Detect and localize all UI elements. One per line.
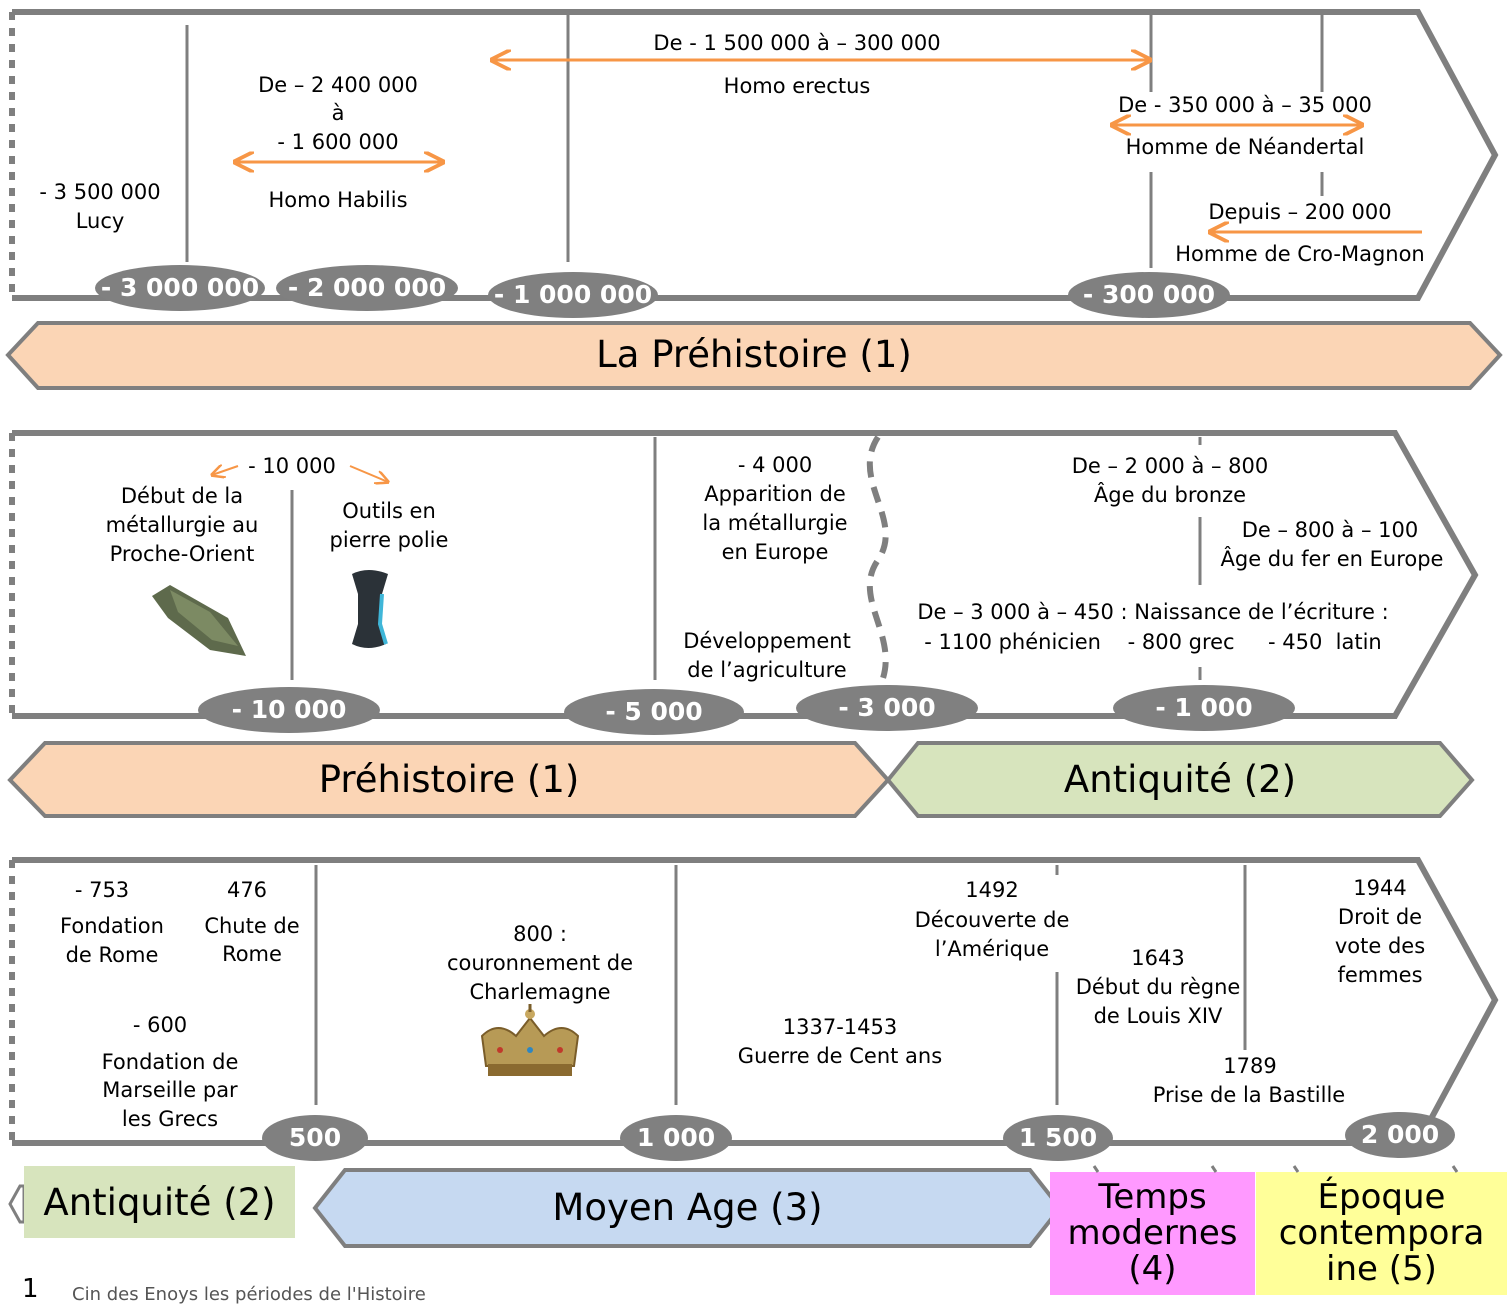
row2-dividers (290, 437, 1202, 680)
bastille-date: 1789 (1223, 1054, 1277, 1078)
tools-line2: pierre polie (329, 528, 449, 552)
rome-line2: de Rome (65, 943, 159, 967)
louis-line2: de Louis XIV (1093, 1004, 1223, 1028)
charlemagne-line3: Charlemagne (469, 980, 611, 1004)
band-prehistoire-1-label: La Préhistoire (1) (596, 333, 912, 376)
ecriture-line2: - 1100 phénicien - 800 grec - 450 latin (924, 630, 1382, 654)
rome-date: - 753 (74, 878, 130, 902)
band-antiquite-row2 (885, 741, 1475, 818)
rome-line1: Fondation (60, 914, 164, 938)
vote-line3: femmes (1337, 963, 1423, 987)
crown-image (480, 1004, 580, 1076)
agri-line1: Développement (683, 629, 851, 653)
marker-1500: 1 500 (1003, 1115, 1113, 1161)
band-prehistoire-1 (5, 321, 1503, 390)
habilis-from: De – 2 400 000 (258, 73, 418, 97)
centans-date: 1337-1453 (782, 1015, 898, 1039)
habilis-to-word: à (331, 101, 345, 125)
temps-modernes-line2: modernes (1067, 1213, 1238, 1253)
epoque-contemporaine-line3: ine (5) (1326, 1249, 1437, 1289)
lucy-date: - 3 500 000 (39, 180, 161, 204)
temps-modernes-line3: (4) (1128, 1249, 1177, 1289)
band-antiquite-row3 (24, 1166, 295, 1238)
marker-300000: - 300 000 (1068, 272, 1230, 318)
marker-5000: - 5 000 (564, 689, 744, 735)
bastille-name: Prise de la Bastille (1152, 1083, 1346, 1107)
row3-band-ticks (1092, 1165, 1459, 1173)
metal-date: - 10 000 (248, 454, 336, 478)
centans-name: Guerre de Cent ans (737, 1044, 943, 1068)
neandertal-name: Homme de Néandertal (1125, 135, 1365, 159)
erectus-range: De - 1 500 000 à – 300 000 (653, 31, 941, 55)
europe-line1: Apparition de (704, 482, 846, 506)
chute-line2: Rome (222, 942, 282, 966)
marseille-date: - 600 (132, 1013, 188, 1037)
bronze-range: De – 2 000 à – 800 (1071, 454, 1269, 478)
agri-line2: de l’agriculture (687, 658, 847, 682)
charlemagne-line1: 800 : (513, 922, 567, 946)
spearhead-image (152, 585, 246, 656)
fer-range: De – 800 à – 100 (1241, 518, 1419, 542)
band-antiquite-row3-label: Antiquité (2) (43, 1181, 276, 1224)
louis-line1: Début du règne (1075, 975, 1241, 999)
metal-line2: métallurgie au (105, 513, 259, 537)
neandertal-range: De - 350 000 à – 35 000 (1118, 93, 1372, 117)
lucy-name: Lucy (75, 209, 125, 233)
louis-date: 1643 (1131, 946, 1185, 970)
amerique-date: 1492 (965, 878, 1019, 902)
marker-10000: - 10 000 (198, 687, 380, 733)
europe-date: - 4 000 (737, 453, 813, 477)
marker-1000: 1 000 (620, 1115, 732, 1161)
marker-2000000: - 2 000 000 (276, 265, 458, 311)
marker-2000: 2 000 (1345, 1112, 1455, 1158)
marker-1000-bc: - 1 000 (1113, 685, 1295, 731)
footer-number: 1 (22, 1274, 39, 1304)
marseille-line3: les Grecs (121, 1107, 219, 1131)
band-epoque-contemporaine (1256, 1172, 1507, 1295)
epoque-contemporaine-line1: Époque (1317, 1177, 1446, 1217)
fer-name: Âge du fer en Europe (1220, 547, 1444, 571)
bronze-name: Âge du bronze (1093, 483, 1247, 507)
row2-small-arrows (212, 466, 388, 482)
chute-date: 476 (226, 878, 268, 902)
temps-modernes-line1: Temps (1098, 1177, 1207, 1217)
vote-line1: Droit de (1337, 905, 1423, 929)
ecriture-line1: De – 3 000 à – 450 : Naissance de l’écri… (917, 600, 1389, 624)
marker-1000000: - 1 000 000 (488, 272, 658, 318)
marker-3000: - 3 000 (796, 685, 978, 731)
chute-line1: Chute de (204, 914, 300, 938)
cromagnon-range: Depuis – 200 000 (1208, 200, 1392, 224)
vote-date: 1944 (1353, 876, 1407, 900)
metal-line1: Début de la (120, 484, 244, 508)
band-antiquite-row3-arrow (8, 1184, 26, 1224)
europe-line2: la métallurgie (702, 511, 848, 535)
habilis-to: - 1 600 000 (277, 130, 399, 154)
wavy-separator (866, 435, 889, 692)
row3-dividers (314, 865, 1247, 1105)
cromagnon-name: Homme de Cro-Magnon (1175, 242, 1425, 266)
row3-frame (9, 857, 1499, 1148)
band-moyen-age-label: Moyen Age (3) (552, 1186, 823, 1229)
charlemagne-line2: couronnement de (446, 951, 634, 975)
tools-line1: Outils en (342, 499, 436, 523)
row1-arrows (235, 60, 1422, 232)
metal-line3: Proche-Orient (109, 542, 255, 566)
stone-axe-image (352, 570, 388, 648)
erectus-name: Homo erectus (723, 74, 871, 98)
band-temps-modernes (1050, 1172, 1255, 1295)
row1-frame (9, 9, 1499, 301)
marker-3000000: - 3 000 000 (95, 265, 265, 311)
marseille-line1: Fondation de (101, 1050, 239, 1074)
epoque-contemporaine-line2: contempora (1278, 1213, 1485, 1253)
habilis-name: Homo Habilis (268, 188, 408, 212)
marker-500: 500 (262, 1115, 368, 1161)
europe-line3: en Europe (721, 540, 829, 564)
amerique-line1: Découverte de (914, 908, 1070, 932)
marseille-line2: Marseille par (102, 1078, 238, 1102)
band-antiquite-row2-label: Antiquité (2) (1063, 758, 1297, 801)
band-prehistoire-row2-label: Préhistoire (1) (318, 758, 580, 801)
amerique-line2: l’Amérique (934, 937, 1050, 961)
vote-line2: vote des (1334, 934, 1426, 958)
